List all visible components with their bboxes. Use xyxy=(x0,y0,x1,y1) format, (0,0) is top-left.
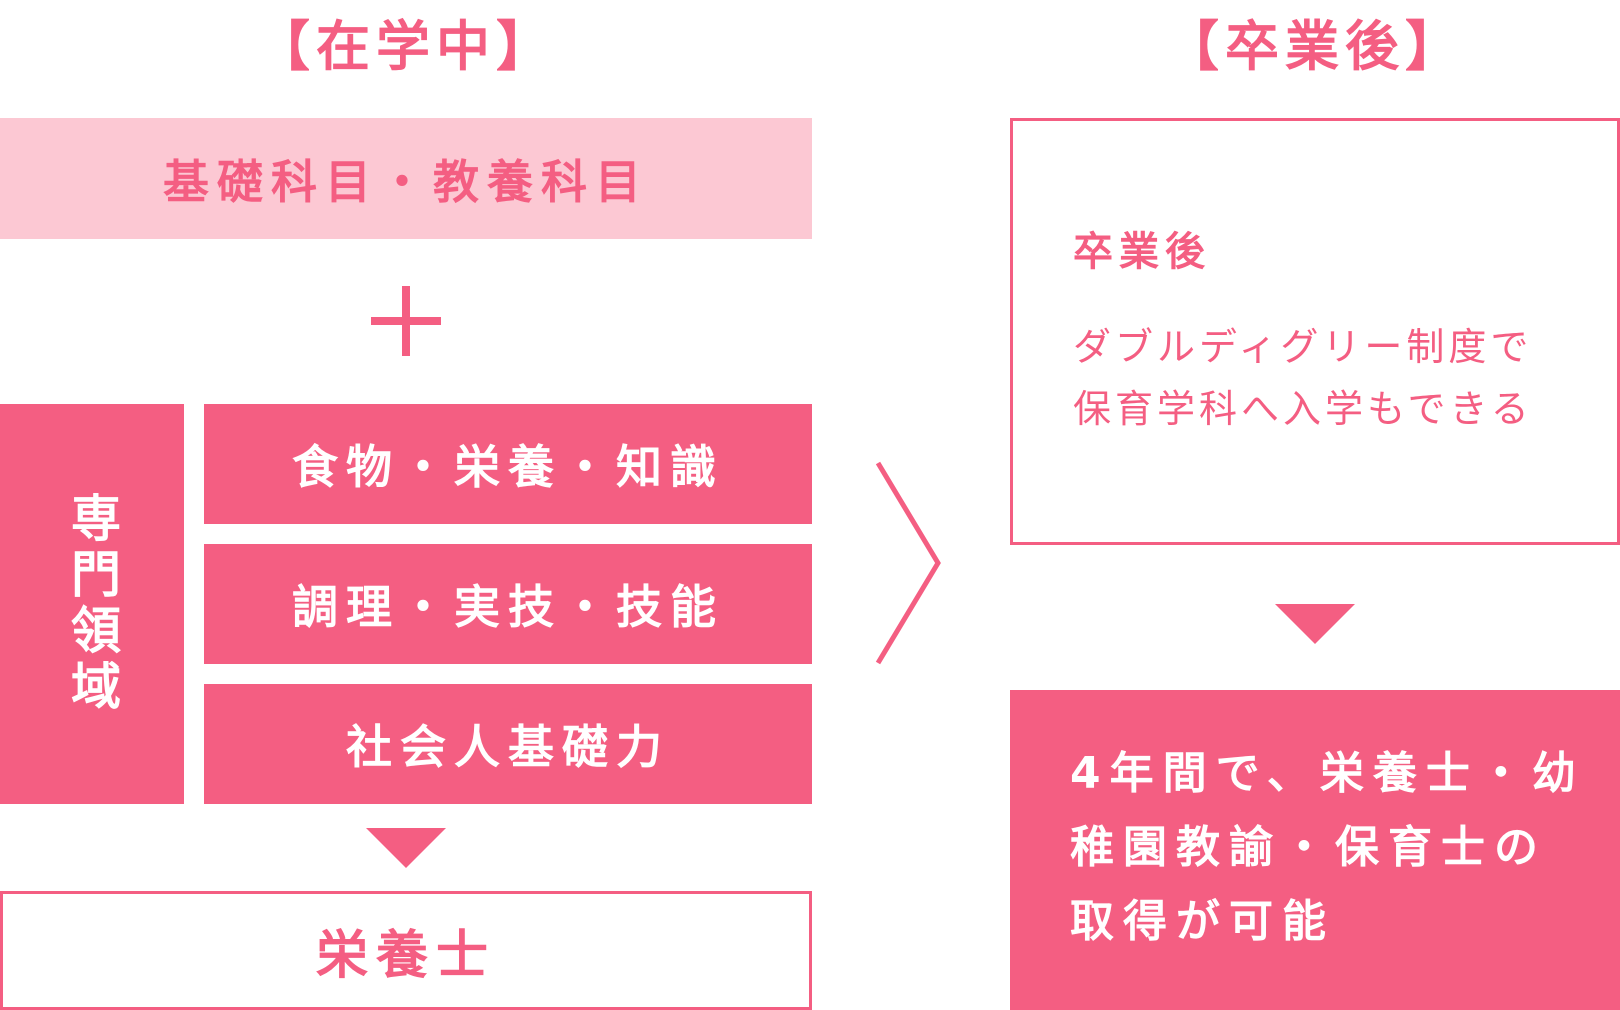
specialty-item-social-skills: 社会人基礎力 xyxy=(204,684,812,804)
triangle-down-icon xyxy=(366,828,446,868)
specialty-domain-label: 専門領域 xyxy=(63,492,121,716)
specialty-item-cooking-skills: 調理・実技・技能 xyxy=(204,544,812,664)
four-year-result-text: 4年間で、栄養士・幼 稚園教諭・保育士の 取得が可能 xyxy=(1070,748,1585,947)
triangle-down-icon xyxy=(1275,604,1355,644)
after-graduation-title: 卒業後 xyxy=(1073,229,1211,275)
right-column-heading: 【卒業後】 xyxy=(1165,15,1465,78)
left-column-heading: 【在学中】 xyxy=(256,15,556,78)
chevron-right-icon xyxy=(875,461,941,665)
basic-subjects-box: 基礎科目・教養科目 xyxy=(0,118,812,239)
specialty-domain-label-box: 専門領域 xyxy=(0,404,184,804)
after-graduation-box: 卒業後 ダブルディグリー制度で 保育学科へ入学もできる xyxy=(1010,118,1620,545)
result-nutritionist-box: 栄養士 xyxy=(0,891,812,1010)
double-degree-description: ダブルディグリー制度で 保育学科へ入学もできる xyxy=(1073,325,1533,431)
four-year-result-box: 4年間で、栄養士・幼 稚園教諭・保育士の 取得が可能 xyxy=(1010,690,1620,1010)
specialty-item-food-nutrition: 食物・栄養・知識 xyxy=(204,404,812,524)
plus-icon xyxy=(371,286,441,356)
